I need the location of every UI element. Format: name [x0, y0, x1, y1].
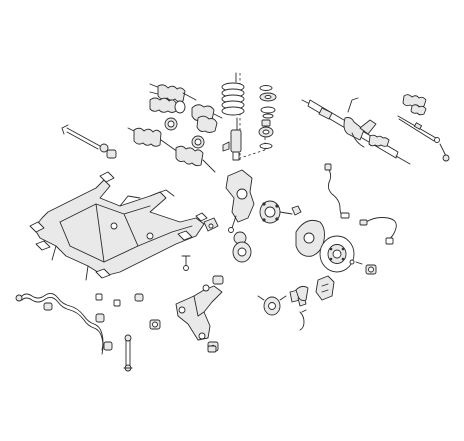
steering-knuckle[interactable] — [225, 169, 255, 233]
cv-joint-right[interactable] — [191, 135, 205, 149]
caliper-bracket[interactable] — [295, 285, 309, 301]
control-arm-bushing-upper[interactable] — [212, 275, 224, 285]
drive-shaft-lower[interactable] — [127, 127, 216, 173]
brake-disc[interactable] — [319, 235, 355, 273]
tie-rod-end-left[interactable] — [61, 124, 109, 153]
brake-caliper[interactable] — [315, 275, 335, 301]
subframe-bracket-right[interactable] — [203, 217, 219, 232]
stabilizer-bushing-left[interactable] — [43, 302, 53, 311]
stabilizer-bar[interactable] — [15, 293, 104, 355]
bushing-lower-left[interactable] — [149, 319, 161, 330]
steering-rack[interactable] — [301, 97, 411, 165]
abs-sensor-cable-right[interactable] — [359, 217, 397, 245]
stabilizer-clamp-bolts[interactable] — [95, 293, 144, 307]
tie-rod-end-right[interactable] — [439, 143, 450, 162]
stabilizer-link-rods[interactable] — [123, 334, 133, 372]
wheel-bolt[interactable] — [349, 259, 363, 265]
lower-control-arm[interactable] — [175, 284, 223, 341]
hub-nut[interactable] — [291, 205, 302, 216]
stabilizer-bushing-center[interactable] — [95, 313, 113, 351]
bushing-right[interactable] — [365, 264, 377, 275]
bushing-small-left[interactable] — [106, 149, 117, 159]
shock-absorber[interactable] — [222, 117, 242, 161]
bump-stop[interactable] — [261, 119, 271, 127]
subframe-bolt[interactable] — [181, 255, 191, 271]
cv-boot-upper[interactable] — [149, 97, 186, 114]
brake-hose-clip[interactable] — [299, 309, 307, 331]
abs-sensor-cable-upper[interactable] — [324, 163, 350, 219]
steering-boot-pair[interactable] — [402, 94, 427, 116]
strut-top-mount-stack[interactable] — [258, 85, 277, 149]
coil-spring[interactable] — [221, 72, 245, 116]
wheel-hub-bearing[interactable] — [259, 200, 293, 224]
cv-joint-small[interactable] — [164, 117, 178, 131]
dust-cap-small[interactable] — [207, 345, 217, 353]
hub-carrier-lower[interactable] — [232, 241, 252, 263]
front-subframe[interactable] — [29, 171, 208, 281]
drive-shaft-boot-pair[interactable] — [191, 104, 223, 133]
drive-shaft-upper[interactable] — [149, 83, 197, 103]
splash-shield[interactable] — [295, 219, 325, 257]
inner-tie-rod-right[interactable] — [397, 115, 440, 143]
wheel-hub-lower[interactable] — [257, 295, 287, 316]
